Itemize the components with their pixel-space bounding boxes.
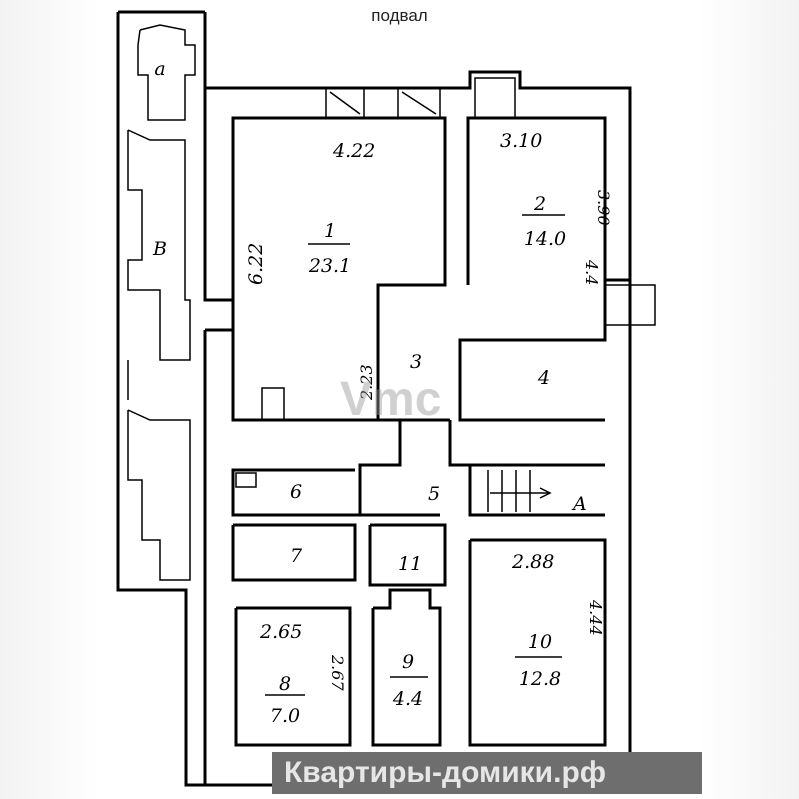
room-2-number: 2: [533, 193, 546, 215]
room-10-width: 2.88: [511, 551, 554, 573]
room-2-width: 3.10: [500, 130, 542, 152]
interior-walls: [203, 88, 656, 785]
chimneys: [325, 77, 516, 119]
room-10-area: 12.8: [519, 668, 561, 690]
left-margin: [0, 0, 100, 799]
room-9-number: 9: [402, 651, 414, 673]
room-7-number: 7: [290, 545, 303, 567]
staircase: [487, 470, 552, 512]
site-banner: Квартиры-домики.рф: [272, 752, 702, 794]
room-4-number: 4: [537, 367, 550, 389]
room-1-length: 6.22: [245, 243, 267, 285]
watermark: Vmc: [340, 373, 442, 426]
plan-title: подвал: [371, 6, 428, 25]
room-1-number: 1: [324, 220, 336, 242]
room-3-side: 2.23: [357, 364, 376, 401]
stair-a-label: А: [571, 493, 587, 515]
room-8-area: 7.0: [270, 705, 300, 727]
room-10-number: 10: [528, 631, 552, 653]
room-3-number: 3: [410, 351, 422, 373]
room-11-number: 11: [398, 553, 422, 575]
annex-b-label: В: [152, 238, 167, 260]
room-2-area: 14.0: [524, 228, 566, 250]
room-2-side: 4.4: [582, 259, 601, 285]
room-10-length: 4.44: [586, 599, 605, 636]
room-5-number: 5: [428, 483, 440, 505]
room-1-area: 23.1: [308, 255, 351, 277]
room-1-width: 4.22: [332, 140, 375, 162]
room-6-number: 6: [290, 481, 302, 503]
room-8-length: 2.67: [328, 654, 347, 691]
room-9-area: 4.4: [392, 688, 423, 710]
room-8-number: 8: [279, 673, 291, 695]
annex-a-label: а: [154, 58, 165, 80]
room-8-width: 2.65: [259, 621, 302, 643]
room-2-length: 3.90: [594, 190, 613, 226]
